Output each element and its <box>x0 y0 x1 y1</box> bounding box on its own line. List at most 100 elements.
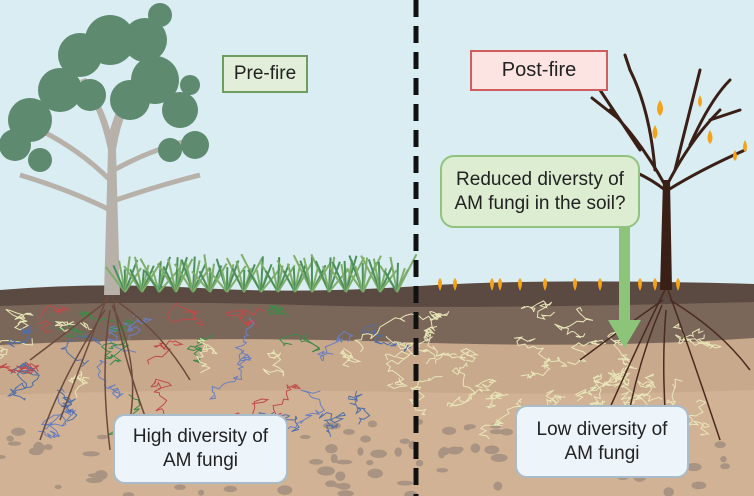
hypha <box>40 414 67 427</box>
healthy-tree <box>0 3 209 451</box>
hypha <box>386 377 409 390</box>
hypha <box>316 350 334 362</box>
hypha <box>86 310 107 325</box>
hypha <box>474 378 497 389</box>
hypha <box>574 388 587 402</box>
hypha <box>13 319 30 331</box>
hypha <box>82 334 102 346</box>
hypha <box>536 307 556 320</box>
hypha <box>21 374 41 389</box>
hypha <box>225 308 266 316</box>
hypha <box>584 386 597 396</box>
hypha <box>451 362 468 376</box>
hypha <box>633 393 648 400</box>
hypha <box>671 378 683 402</box>
hypha <box>348 390 363 402</box>
hypha <box>353 333 373 353</box>
hypha <box>298 336 321 351</box>
flame <box>638 278 642 291</box>
hypha <box>614 374 630 385</box>
hypha <box>520 371 537 379</box>
hypha <box>570 339 597 353</box>
hypha <box>57 326 78 333</box>
hypha <box>685 415 705 428</box>
flame <box>498 278 502 291</box>
pebble <box>7 441 22 446</box>
hypha <box>385 335 406 347</box>
hypha <box>429 313 439 330</box>
ground-flames <box>438 278 680 291</box>
hypha <box>38 308 52 333</box>
pebble <box>33 441 44 452</box>
hypha <box>337 330 354 343</box>
hypha <box>416 348 436 365</box>
hypha <box>370 315 406 340</box>
hypha <box>609 372 625 383</box>
flame <box>543 278 547 291</box>
hypha <box>413 376 443 389</box>
pebble <box>333 483 345 488</box>
hypha <box>16 364 31 385</box>
hypha <box>0 366 11 369</box>
pebble <box>367 468 383 479</box>
hypha <box>387 369 405 386</box>
pebble <box>415 459 424 467</box>
grass-blade <box>294 261 313 293</box>
pebble <box>43 444 53 450</box>
hypha <box>455 367 477 400</box>
pebble <box>470 443 481 454</box>
hypha <box>645 388 663 403</box>
hypha <box>446 389 480 407</box>
hypha <box>79 310 89 319</box>
flame <box>453 278 457 291</box>
hypha <box>425 331 437 351</box>
pebble <box>317 466 335 476</box>
hypha <box>54 321 74 327</box>
grass-blade <box>209 263 228 293</box>
hypha <box>193 346 203 364</box>
hypha <box>13 363 38 373</box>
low-line-1: Low diversity of <box>536 418 668 440</box>
hypha <box>674 334 696 344</box>
hypha <box>43 409 68 430</box>
hypha <box>705 342 722 349</box>
pebble <box>6 435 14 442</box>
hypha <box>268 307 286 316</box>
hypha <box>694 334 711 346</box>
post-fire-text: Post-fire <box>501 59 577 81</box>
hypha <box>514 336 536 346</box>
pebble <box>489 429 504 435</box>
hypha <box>340 350 352 359</box>
pebble <box>720 455 727 463</box>
hypha <box>478 422 501 440</box>
pebble <box>330 453 338 464</box>
hypha <box>267 304 290 317</box>
hypha <box>0 353 5 360</box>
pebble <box>493 481 503 491</box>
pebble <box>343 428 355 435</box>
hypha <box>108 342 125 350</box>
hypha <box>106 326 120 342</box>
hypha <box>126 325 141 340</box>
hypha <box>6 382 24 397</box>
hypha <box>184 310 199 320</box>
hypha <box>266 306 285 312</box>
hypha <box>122 320 143 331</box>
hypha <box>428 310 441 321</box>
hypha <box>199 343 215 358</box>
pebble <box>11 427 26 436</box>
hypha <box>385 354 410 372</box>
hypha <box>449 396 472 407</box>
post-fire-label: Post-fire <box>470 50 608 91</box>
hypha <box>100 342 112 359</box>
pebble <box>277 485 293 495</box>
hypha <box>617 354 632 364</box>
pebble <box>337 490 354 496</box>
tree-roots-left <box>29 289 191 451</box>
hypha <box>554 320 578 331</box>
hypha <box>517 343 552 363</box>
grass-blade <box>192 266 211 293</box>
pebble <box>490 453 508 462</box>
hypha <box>459 348 479 363</box>
pebble <box>94 470 108 480</box>
